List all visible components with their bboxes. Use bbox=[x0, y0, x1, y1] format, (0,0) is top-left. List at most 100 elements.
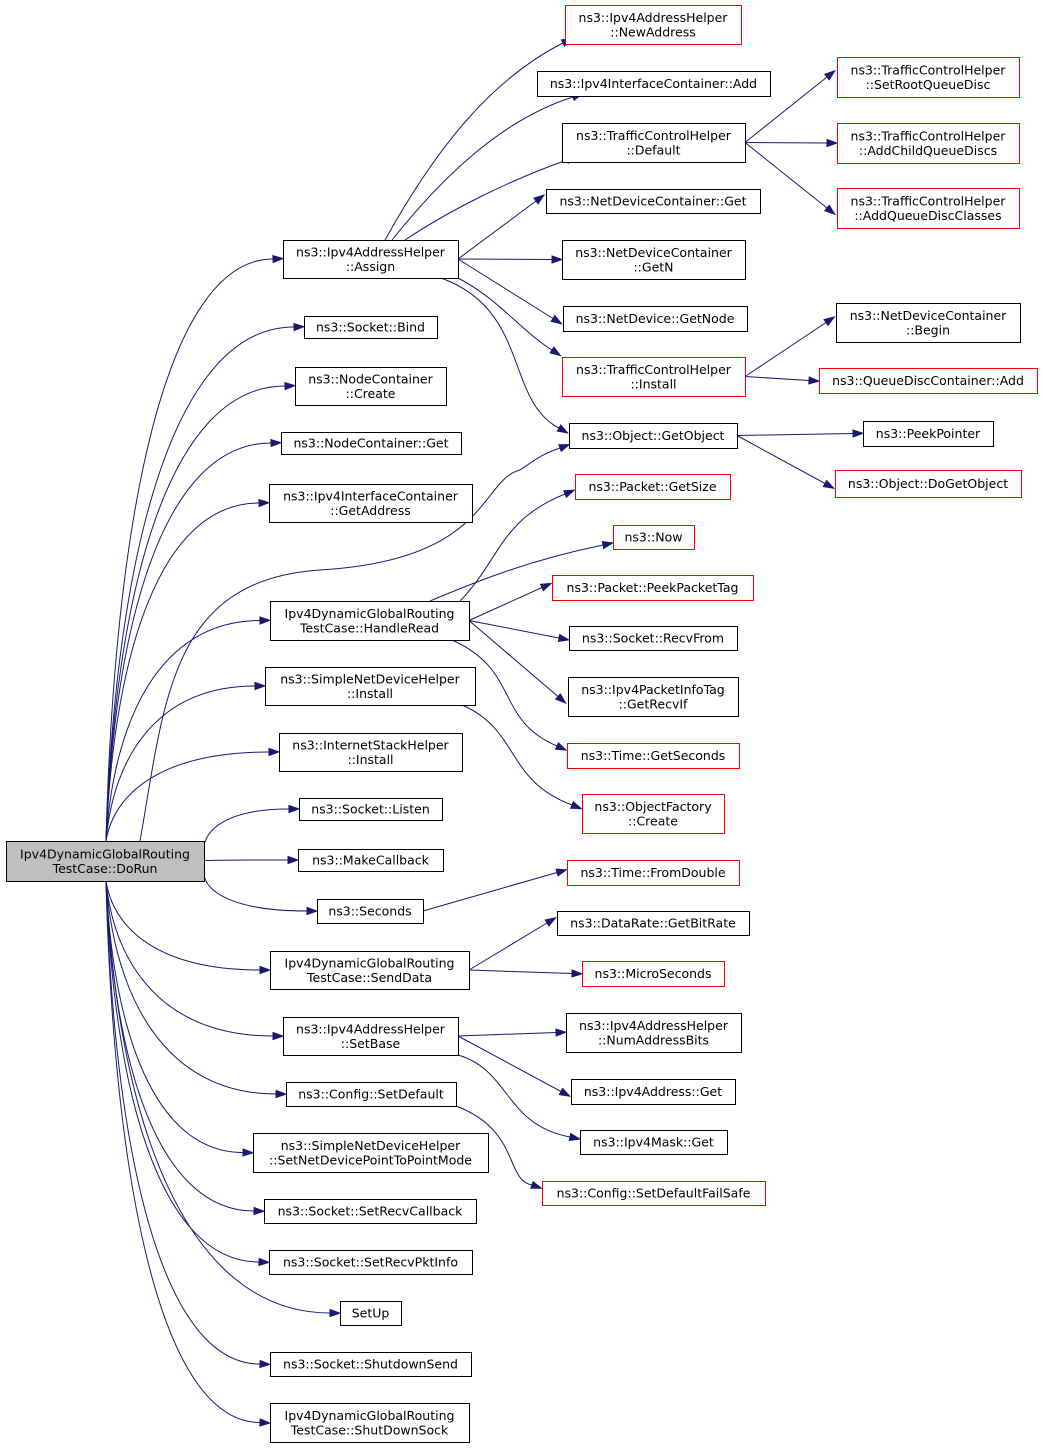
edge-handleRead-to-getRecvIf bbox=[468, 620, 559, 697]
arrowhead-setBase bbox=[272, 1031, 285, 1041]
edge-doRun-to-nodeCreate bbox=[105, 385, 286, 842]
node-box bbox=[253, 1133, 489, 1173]
node-label: ns3::Ipv4AddressHelper bbox=[579, 1018, 729, 1033]
node-label: ::Default bbox=[626, 142, 680, 157]
node-getRecvIf[interactable]: ns3::Ipv4PacketInfoTag::GetRecvIf bbox=[568, 677, 739, 717]
node-label: ns3::NetDeviceContainer bbox=[850, 308, 1007, 323]
arrowhead-setUp bbox=[329, 1308, 342, 1318]
node-label: ns3::Config::SetDefault bbox=[298, 1087, 444, 1102]
node-getBitRate[interactable]: ns3::DataRate::GetBitRate bbox=[557, 911, 750, 936]
node-label: ::Create bbox=[346, 386, 396, 401]
node-newAddress[interactable]: ns3::Ipv4AddressHelper::NewAddress bbox=[565, 5, 742, 45]
arrowhead-ofCreate bbox=[569, 800, 583, 810]
node-setUp[interactable]: SetUp bbox=[340, 1301, 402, 1326]
node-ifGetAddress[interactable]: ns3::Ipv4InterfaceContainer::GetAddress bbox=[269, 484, 473, 523]
node-ishInstall[interactable]: ns3::InternetStackHelper::Install bbox=[279, 733, 463, 772]
node-box bbox=[568, 677, 739, 717]
node-label: ns3::Ipv4InterfaceContainer::Add bbox=[550, 76, 757, 91]
node-seconds[interactable]: ns3::Seconds bbox=[317, 899, 424, 924]
node-getObject[interactable]: ns3::Object::GetObject bbox=[569, 423, 738, 449]
node-box bbox=[317, 899, 424, 924]
node-pktGetSize[interactable]: ns3::Packet::GetSize bbox=[575, 474, 731, 500]
node-ifcAdd[interactable]: ns3::Ipv4InterfaceContainer::Add bbox=[537, 71, 771, 97]
node-label: ns3::Ipv4AddressHelper bbox=[579, 10, 729, 25]
edge-setDefault-to-setDefaultFailSafe bbox=[455, 1105, 533, 1186]
node-setBase[interactable]: ns3::Ipv4AddressHelper::SetBase bbox=[283, 1017, 459, 1056]
node-label: ns3::Config::SetDefaultFailSafe bbox=[557, 1186, 751, 1201]
node-label: ns3::NetDeviceContainer::Get bbox=[559, 194, 746, 209]
arrowhead-peekPacketTag bbox=[539, 582, 553, 592]
node-shutDownSock[interactable]: Ipv4DynamicGlobalRoutingTestCase::ShutDo… bbox=[270, 1403, 470, 1443]
node-label: Ipv4DynamicGlobalRouting bbox=[20, 846, 190, 861]
node-setRecvPktInfo[interactable]: ns3::Socket::SetRecvPktInfo bbox=[269, 1250, 473, 1275]
node-fromDouble[interactable]: ns3::Time::FromDouble bbox=[567, 860, 740, 886]
edge-tchDefault-to-addChildQueueDiscs bbox=[744, 142, 828, 144]
node-recvFrom[interactable]: ns3::Socket::RecvFrom bbox=[569, 626, 738, 651]
edge-handleRead-to-pktGetSize bbox=[459, 493, 566, 602]
node-label: ns3::Object::GetObject bbox=[582, 428, 725, 443]
node-label: ns3::Ipv4AddressHelper bbox=[296, 244, 446, 259]
node-now[interactable]: ns3::Now bbox=[613, 525, 695, 550]
edge-doRun-to-setUp bbox=[105, 880, 331, 1314]
node-tchDefault[interactable]: ns3::TrafficControlHelper::Default bbox=[562, 123, 746, 163]
edge-getObject-to-peekPointer bbox=[736, 433, 854, 436]
node-timeGetSeconds[interactable]: ns3::Time::GetSeconds bbox=[567, 743, 740, 769]
edge-doRun-to-setP2P bbox=[105, 880, 244, 1153]
node-assign[interactable]: ns3::Ipv4AddressHelper::Assign bbox=[283, 240, 459, 279]
node-setDefault[interactable]: ns3::Config::SetDefault bbox=[286, 1082, 457, 1107]
node-box bbox=[270, 601, 470, 641]
arrowhead-numAddressBits bbox=[555, 1028, 568, 1037]
node-ndGetNode[interactable]: ns3::NetDevice::GetNode bbox=[563, 306, 748, 332]
node-handleRead[interactable]: Ipv4DynamicGlobalRoutingTestCase::Handle… bbox=[270, 601, 470, 641]
node-ndcGet[interactable]: ns3::NetDeviceContainer::Get bbox=[546, 189, 761, 214]
node-ipv4AddrGet[interactable]: ns3::Ipv4Address::Get bbox=[571, 1079, 736, 1105]
node-nodeCreate[interactable]: ns3::NodeContainer::Create bbox=[295, 367, 447, 406]
node-sndhInstall[interactable]: ns3::SimpleNetDeviceHelper::Install bbox=[265, 667, 476, 706]
edge-doRun-to-shutdownSend bbox=[105, 880, 261, 1365]
node-box bbox=[571, 1079, 736, 1105]
edge-doRun-to-makeCallback bbox=[203, 859, 289, 862]
edge-doRun-to-setBase bbox=[105, 880, 274, 1037]
node-box bbox=[567, 743, 740, 769]
node-label: ns3::TrafficControlHelper bbox=[576, 362, 732, 377]
edge-handleRead-to-recvFrom bbox=[468, 620, 560, 639]
node-label: ns3::NetDevice::GetNode bbox=[576, 311, 735, 326]
node-box bbox=[552, 575, 754, 601]
node-makeCallback[interactable]: ns3::MakeCallback bbox=[298, 849, 444, 872]
node-ipv4MaskGet[interactable]: ns3::Ipv4Mask::Get bbox=[580, 1130, 728, 1155]
arrowhead-doGetObject bbox=[822, 479, 836, 490]
node-tchInstall[interactable]: ns3::TrafficControlHelper::Install bbox=[562, 357, 746, 397]
node-doGetObject[interactable]: ns3::Object::DoGetObject bbox=[835, 470, 1022, 498]
node-ndcGetN[interactable]: ns3::NetDeviceContainer::GetN bbox=[562, 240, 746, 280]
node-qdcAdd[interactable]: ns3::QueueDiscContainer::Add bbox=[819, 368, 1038, 394]
node-sendData[interactable]: Ipv4DynamicGlobalRoutingTestCase::SendDa… bbox=[270, 951, 470, 990]
node-bind[interactable]: ns3::Socket::Bind bbox=[304, 316, 438, 339]
node-setDefaultFailSafe[interactable]: ns3::Config::SetDefaultFailSafe bbox=[542, 1181, 766, 1206]
node-ofCreate[interactable]: ns3::ObjectFactory::Create bbox=[582, 794, 725, 834]
node-peekPacketTag[interactable]: ns3::Packet::PeekPacketTag bbox=[552, 575, 754, 601]
node-label: ns3::MakeCallback bbox=[312, 853, 430, 868]
node-ndcBegin[interactable]: ns3::NetDeviceContainer::Begin bbox=[836, 303, 1021, 343]
node-label: ::Install bbox=[347, 686, 393, 701]
node-numAddressBits[interactable]: ns3::Ipv4AddressHelper::NumAddressBits bbox=[566, 1013, 742, 1053]
node-peekPointer[interactable]: ns3::PeekPointer bbox=[863, 421, 994, 447]
node-addQueueDiscClasses[interactable]: ns3::TrafficControlHelper::AddQueueDiscC… bbox=[837, 188, 1020, 229]
node-shutdownSend[interactable]: ns3::Socket::ShutdownSend bbox=[270, 1352, 472, 1377]
node-addChildQueueDiscs[interactable]: ns3::TrafficControlHelper::AddChildQueue… bbox=[837, 123, 1020, 164]
node-setRootQueueDisc[interactable]: ns3::TrafficControlHelper::SetRootQueueD… bbox=[837, 57, 1020, 98]
arrowhead-ndcGet bbox=[533, 194, 546, 205]
edge-doRun-to-nodeGet bbox=[105, 442, 272, 842]
node-label: ns3::NodeContainer bbox=[308, 371, 433, 386]
node-box bbox=[283, 1017, 459, 1056]
edge-sendData-to-microSeconds bbox=[468, 969, 573, 974]
node-box bbox=[575, 474, 731, 500]
edge-assign-to-tchDefault bbox=[404, 159, 568, 241]
node-listen[interactable]: ns3::Socket::Listen bbox=[299, 798, 443, 821]
node-nodeGet[interactable]: ns3::NodeContainer::Get bbox=[281, 432, 462, 455]
node-box bbox=[582, 961, 725, 987]
node-setRecvCallback[interactable]: ns3::Socket::SetRecvCallback bbox=[264, 1199, 477, 1224]
node-label: ns3::TrafficControlHelper bbox=[851, 193, 1007, 208]
node-microSeconds[interactable]: ns3::MicroSeconds bbox=[582, 961, 725, 987]
node-setP2P[interactable]: ns3::SimpleNetDeviceHelper::SetNetDevice… bbox=[253, 1133, 489, 1173]
